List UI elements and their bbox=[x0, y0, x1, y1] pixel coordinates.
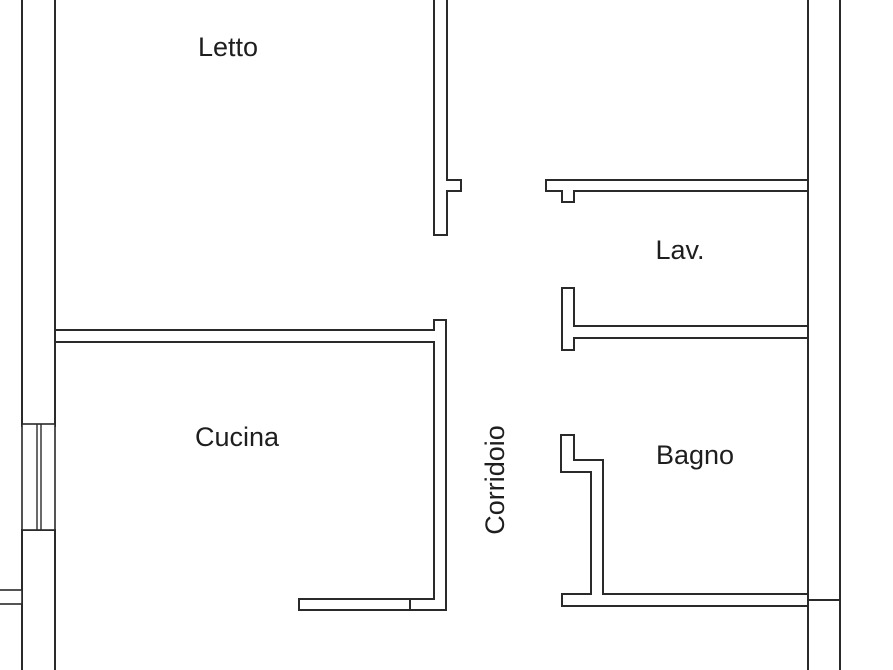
window-bottom-left bbox=[0, 589, 23, 605]
wall-lav-bagno bbox=[561, 287, 809, 351]
room-label-lavanderia: Lav. bbox=[655, 235, 704, 265]
room-label-cucina: Cucina bbox=[195, 422, 280, 452]
room-label-corridoio: Corridoio bbox=[480, 425, 510, 535]
door-sill-kitchen bbox=[298, 598, 411, 611]
room-label-bagno: Bagno bbox=[656, 440, 734, 470]
wall-right-exterior-offset bbox=[807, 599, 841, 670]
windows bbox=[0, 423, 56, 605]
outer-walls bbox=[21, 0, 841, 670]
wall-lav-top bbox=[545, 179, 809, 203]
wall-bagno-left bbox=[560, 434, 809, 607]
wall-left-exterior-upper bbox=[21, 0, 56, 427]
window-kitchen bbox=[21, 423, 56, 531]
wall-left-exterior-lower bbox=[21, 529, 56, 670]
interior-walls bbox=[54, 0, 809, 611]
wall-bedroom-kitchen bbox=[54, 319, 447, 611]
wall-right-exterior bbox=[807, 0, 841, 647]
wall-bedroom-corridor bbox=[433, 0, 462, 236]
room-label-letto: Letto bbox=[198, 32, 258, 62]
room-labels: Letto Lav. Cucina Bagno Corridoio bbox=[195, 32, 734, 535]
